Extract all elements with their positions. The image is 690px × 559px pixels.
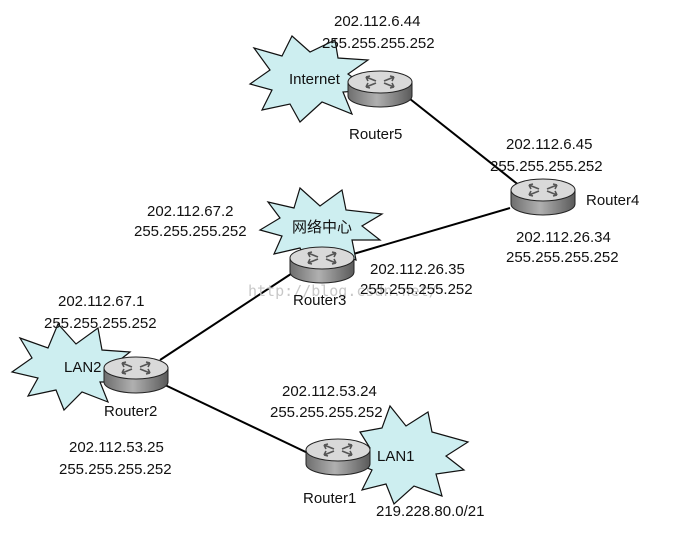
router2-ip-lower: 202.112.53.25 [69,439,164,456]
router2-ip-upper: 202.112.67.1 [58,293,144,310]
router1-label: Router1 [303,490,356,507]
router4-ip-lower: 202.112.26.34 [516,229,611,246]
router2-icon [103,356,169,394]
router4-label: Router4 [586,192,639,209]
router1-mask: 255.255.255.252 [270,404,383,421]
network-center-cloud [258,186,384,265]
link-router3-router4 [349,207,511,256]
lan1-network: 219.228.80.0/21 [376,503,484,520]
internet-label: Internet [289,71,341,88]
router5-mask: 255.255.255.252 [322,35,435,52]
router3-icon [289,246,355,284]
router3-ip-right: 202.112.26.35 [370,261,465,278]
router3-mask-left: 255.255.255.252 [134,223,247,240]
lan1-label: LAN1 [377,448,415,465]
router2-mask-lower: 255.255.255.252 [59,461,172,478]
watermark: http://blog.csdn.net/ [248,282,438,300]
router5-label: Router5 [349,126,402,143]
router4-ip-upper: 202.112.6.45 [506,136,592,153]
router1-ip: 202.112.53.24 [282,383,377,400]
router4-mask-upper: 255.255.255.252 [490,158,603,175]
router2-mask-upper: 255.255.255.252 [44,315,157,332]
router5-ip: 202.112.6.44 [334,13,420,30]
router3-label: Router3 [293,292,346,309]
router2-label: Router2 [104,403,157,420]
router3-ip-left: 202.112.67.2 [147,203,233,220]
internet-cloud [248,35,372,123]
router4-mask-lower: 255.255.255.252 [506,249,619,266]
link-router2-router3 [159,267,301,361]
router5-icon [347,70,413,108]
network-center-label: 网络中心 [292,219,352,236]
router1-icon [305,438,371,476]
router3-mask-right: 255.255.255.252 [360,281,473,298]
lan1-cloud [350,404,470,506]
lan2-cloud [10,322,132,412]
link-router5-router4 [404,94,526,191]
router4-icon [510,178,576,216]
lan2-label: LAN2 [64,359,102,376]
link-router2-router1 [164,384,313,456]
